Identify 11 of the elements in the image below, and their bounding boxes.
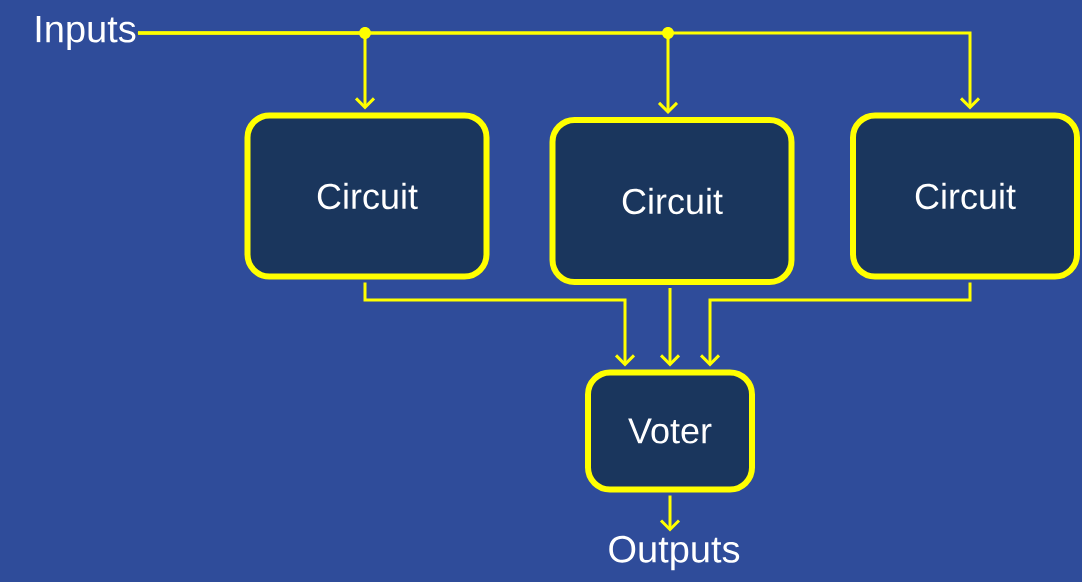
process-box: Circuit [850,112,1080,280]
arrow [363,282,636,367]
process-box: Circuit [549,117,795,285]
arrow [659,288,681,367]
process-box: Voter [585,369,755,493]
io-label: Inputs [36,16,136,50]
process-box: Circuit [244,112,490,280]
arrow [137,31,981,110]
io-label: Outputs [609,535,740,571]
arrow [699,282,972,367]
arrow [659,495,681,532]
